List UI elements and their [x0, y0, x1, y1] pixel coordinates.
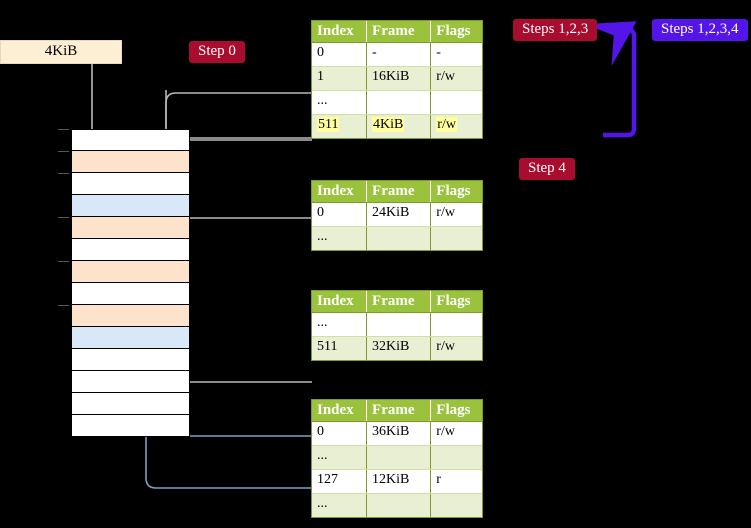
cell-frame: 4KiB [366, 114, 432, 138]
cell-frame [366, 90, 432, 115]
memory-frame-row [71, 393, 190, 415]
cell-frame [366, 226, 432, 250]
highlight-span: r/w [436, 117, 457, 132]
cell-flags: r/w [430, 336, 482, 360]
cell-flags [430, 445, 482, 470]
cell-index: 127 [312, 469, 368, 494]
cell-frame: 36KiB [366, 421, 432, 446]
table-row: ... [312, 445, 482, 470]
steps123-badge: Steps 1,2,3 [513, 19, 598, 42]
cell-flags: r/w [430, 66, 482, 91]
cell-flags: r [430, 469, 482, 494]
column-header-index: Index [312, 181, 368, 203]
memory-frame-row [71, 151, 190, 173]
cell-flags: r/w [430, 421, 482, 446]
table-row: ... [312, 90, 482, 115]
column-header-flags: Flags [430, 291, 482, 313]
cell-index: ... [312, 90, 368, 115]
memory-frame-row [71, 283, 190, 305]
memory-frame-row [71, 327, 190, 349]
cell-index: 1 [312, 66, 368, 91]
memory-tick-mark [58, 305, 69, 306]
cell-frame: 24KiB [366, 202, 432, 227]
column-header-frame: Frame [366, 400, 432, 422]
cell-index: 511 [312, 336, 368, 360]
cell-flags: - [430, 42, 482, 67]
memory-frame-row [71, 195, 190, 217]
memory-tick-mark [58, 261, 69, 262]
cell-index: ... [312, 312, 368, 337]
cell-flags [430, 226, 482, 250]
highlight-span: 4KiB [372, 117, 405, 132]
cell-frame: 16KiB [366, 66, 432, 91]
cell-frame [366, 445, 432, 470]
memory-tick-mark [58, 173, 69, 174]
memory-frame-row [71, 305, 190, 327]
column-header-frame: Frame [366, 181, 432, 203]
memory-frame-row [71, 129, 190, 151]
highlight-span: 511 [317, 117, 340, 132]
memory-frame-row [71, 173, 190, 195]
column-header-frame: Frame [366, 21, 432, 43]
column-header-flags: Flags [430, 21, 482, 43]
cell-frame: 32KiB [366, 336, 432, 360]
cell-frame [366, 493, 432, 517]
column-header-index: Index [312, 21, 368, 43]
cell-index: 0 [312, 42, 368, 67]
memory-tick-mark [58, 217, 69, 218]
column-header-flags: Flags [430, 400, 482, 422]
column-header-flags: Flags [430, 181, 482, 203]
cell-frame: - [366, 42, 432, 67]
steps1234-badge: Steps 1,2,3,4 [652, 19, 748, 42]
column-header-frame: Frame [366, 291, 432, 313]
cell-index: 511 [312, 114, 368, 138]
cell-index: ... [312, 445, 368, 470]
step4-badge: Step 4 [519, 158, 575, 181]
table-row: ... [312, 312, 482, 337]
cell-flags: r/w [430, 114, 482, 138]
table-row: ... [312, 493, 482, 517]
frame-size-box: 4KiB [0, 40, 122, 64]
memory-frame-row [71, 349, 190, 371]
memory-frame-row [71, 371, 190, 393]
frame-size-label: 4KiB [44, 43, 78, 59]
table-row: 511 4KiB r/w [312, 114, 482, 138]
memory-tick-mark [58, 151, 69, 152]
cell-flags [430, 312, 482, 337]
cell-frame [366, 312, 432, 337]
cell-index: ... [312, 493, 368, 517]
cell-index: 0 [312, 202, 368, 227]
memory-frame-row [71, 239, 190, 261]
memory-frame-row [71, 217, 190, 239]
cell-frame: 12KiB [366, 469, 432, 494]
memory-tick-mark [58, 129, 69, 130]
cell-flags [430, 493, 482, 517]
column-header-index: Index [312, 291, 368, 313]
table-row: 0-- [312, 42, 482, 67]
memory-frame-row [71, 415, 190, 437]
cell-flags [430, 90, 482, 115]
cell-index: 0 [312, 421, 368, 446]
memory-frame-row [71, 261, 190, 283]
cell-index: ... [312, 226, 368, 250]
cell-flags: r/w [430, 202, 482, 227]
table-row: ... [312, 226, 482, 250]
step0-badge: Step 0 [189, 41, 245, 64]
column-header-index: Index [312, 400, 368, 422]
